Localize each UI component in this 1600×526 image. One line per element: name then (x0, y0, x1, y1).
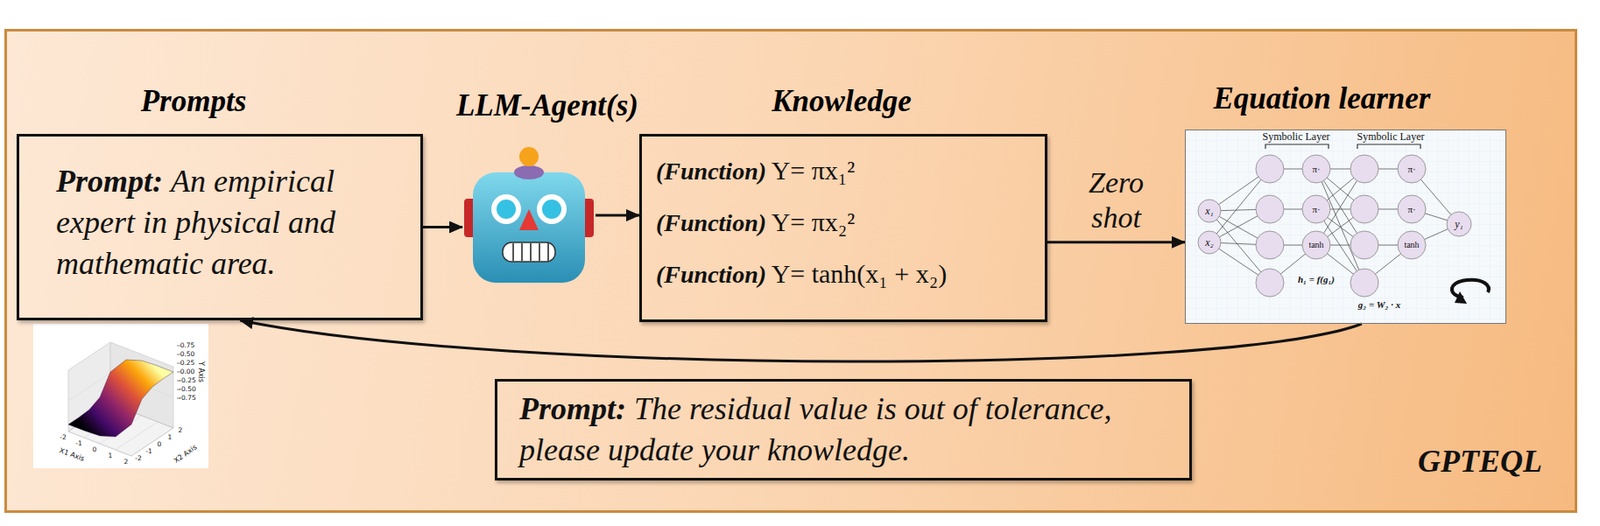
unit-symbol: π· (1407, 204, 1416, 215)
layer-label: Symbolic Layer (1262, 131, 1331, 142)
input-symbol: x₂ (1205, 237, 1214, 248)
formula-note: h₁ = f(g₁) (1297, 274, 1335, 285)
node-heading: Knowledge (771, 84, 911, 120)
prompt-text: Prompt:The residual value is out of tole… (497, 381, 1190, 472)
edge-label: Zero shot (1068, 165, 1165, 236)
knowledge-box: Knowledge(Function)Y= πx₁²(Function)Y= π… (639, 133, 1048, 323)
function-line: (Function)Y= πx₁² (655, 145, 1037, 198)
function-formula: Y= πx₂² (771, 207, 856, 237)
robot-mouth (502, 242, 556, 262)
output-symbol: y₁ (1454, 218, 1464, 230)
function-formula: Y= πx₁² (771, 155, 856, 185)
tick-label: 0 (157, 441, 163, 449)
function-line: (Function)Y= tanh(x₁ + x₂) (655, 248, 1037, 301)
robot-eye (496, 199, 516, 219)
surface (68, 359, 174, 438)
robot-teeth (513, 243, 549, 261)
robot-eye (491, 194, 522, 225)
tick-label: 1 (108, 452, 113, 460)
function-tag: (Function) (655, 157, 767, 185)
formula-note: g₂ = W₂ · x (1358, 300, 1401, 311)
node-heading: Equation learner (1213, 81, 1431, 117)
function-formula: Y= tanh(x₁ + x₂) (771, 259, 948, 289)
robot-eye (536, 194, 567, 225)
tick-label: 0 (92, 446, 98, 454)
agent-node: LLM-Agent(s) (462, 144, 596, 287)
tick-label: -0.25 (178, 377, 196, 385)
unit-symbol: tanh (1308, 240, 1324, 250)
tick-label: -0.75 (178, 394, 196, 402)
robot-antenna (519, 147, 539, 167)
input-symbol: x₁ (1205, 205, 1214, 217)
axis-title: X2 Axis (173, 444, 199, 466)
robot-eye (542, 199, 562, 219)
robot-head (472, 172, 586, 283)
layer-bracket (1265, 144, 1421, 149)
robot-icon (462, 144, 596, 287)
prompt-keyword: Prompt: (56, 163, 163, 199)
prompt-box: PromptsPrompt:An empirical expert in phy… (16, 133, 423, 321)
robot-nose (519, 209, 539, 231)
tick-label: -2 (134, 455, 141, 463)
tick-label: 2 (178, 427, 184, 435)
function-line: (Function)Y= πx₂² (655, 197, 1037, 249)
node-heading: Prompts (140, 84, 247, 120)
prompt-text: Prompt:An empirical expert in physical a… (19, 136, 407, 285)
unit-symbol: π· (1311, 204, 1320, 215)
tick-label: -1 (75, 440, 82, 448)
robot-antenna-base (514, 165, 544, 180)
prompt-keyword: Prompt: (519, 391, 627, 427)
network-grid (1184, 129, 1507, 325)
tick-label: -2 (59, 434, 66, 442)
loop-arrow (1451, 280, 1489, 304)
feedback-prompt-box: Prompt:The residual value is out of tole… (494, 379, 1192, 481)
flow-arrow (422, 225, 463, 229)
unit-symbol: tanh (1403, 240, 1419, 250)
unit-symbol: π· (1311, 164, 1320, 175)
network-neurons (1198, 155, 1472, 297)
tick-label: 1 (168, 434, 173, 442)
tick-label: -0.50 (178, 386, 196, 394)
network-wires (1209, 169, 1460, 283)
plot-ground (33, 324, 209, 469)
tick-label: 0.50 (180, 351, 196, 359)
tick-label: 0.00 (180, 368, 196, 376)
function-tag: (Function) (655, 209, 767, 237)
node-heading: LLM-Agent(s) (456, 88, 639, 124)
layer-label: Symbolic Layer (1357, 131, 1425, 142)
flow-arrow (595, 214, 640, 218)
axis-title: X1 Axis (58, 447, 86, 464)
flow-arrow (239, 320, 1362, 362)
tick-label: 0.25 (180, 359, 196, 367)
framework-name: GPTEQL (1417, 445, 1543, 478)
unit-symbol: π· (1407, 164, 1416, 175)
network-ground (1184, 129, 1507, 325)
flow-arrow (1047, 240, 1185, 244)
axis-title: Y Axis (197, 361, 205, 383)
function-tag: (Function) (655, 260, 767, 289)
tick-label: -1 (145, 448, 152, 456)
tick-label: 2 (124, 458, 129, 466)
function-list: (Function)Y= πx₁²(Function)Y= πx₂²(Funct… (641, 136, 1045, 301)
tick-label: 0.75 (180, 342, 196, 350)
